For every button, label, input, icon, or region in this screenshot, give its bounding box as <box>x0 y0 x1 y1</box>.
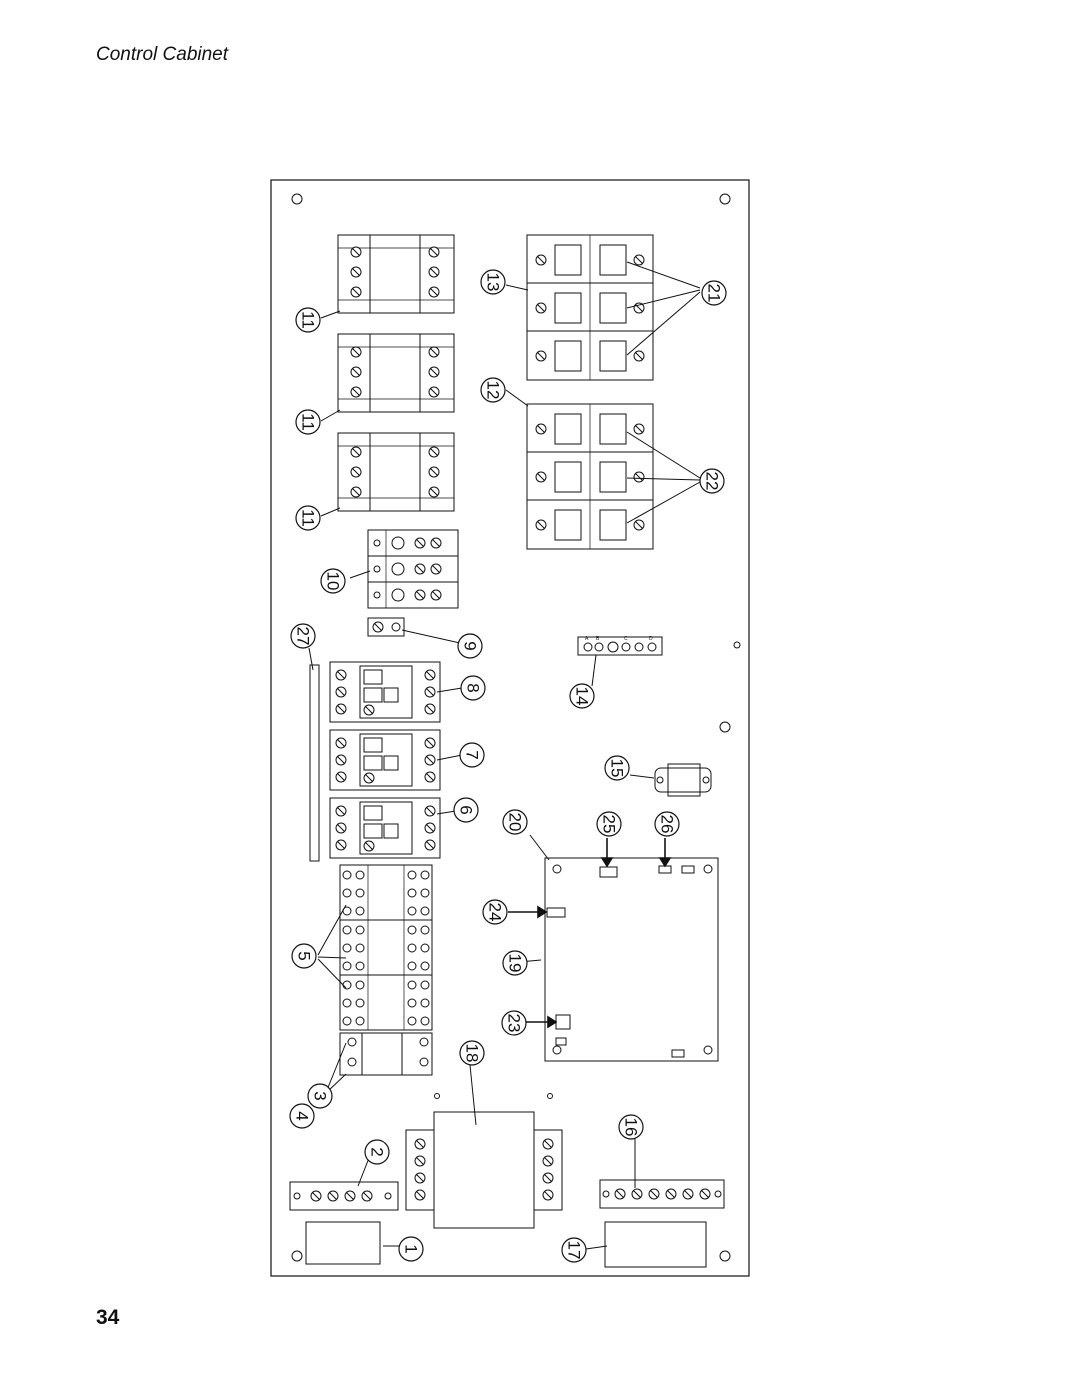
terminal-strip-right <box>599 1179 725 1268</box>
strip-label-c: C <box>624 636 628 642</box>
callout-label: 1 <box>402 1244 421 1253</box>
callout-label: 23 <box>505 1014 524 1033</box>
terminal-strip-left <box>289 1181 399 1265</box>
power-terminal-block <box>339 1032 433 1076</box>
callout-3: 3 <box>307 1083 333 1109</box>
receptacle <box>654 763 712 797</box>
callout-label: 27 <box>294 627 313 646</box>
callout-label: 20 <box>506 813 525 832</box>
callout-21: 21 <box>701 280 727 306</box>
terminal-block <box>367 529 459 609</box>
callout-label: 3 <box>311 1091 330 1100</box>
callout-label: 25 <box>600 815 619 834</box>
callout-label: 24 <box>486 903 505 922</box>
terminal-strip <box>577 636 663 656</box>
fuse-holder-block <box>339 864 433 1031</box>
pointer-arrows <box>508 838 672 1029</box>
callout-25: 25 <box>596 811 622 837</box>
callout-7: 7 <box>459 742 485 768</box>
circuit-breaker <box>329 797 441 859</box>
callout-1: 1 <box>398 1236 424 1262</box>
callout-label: 7 <box>463 750 482 759</box>
strip-label-d: D <box>649 636 653 642</box>
page-title: Control Cabinet <box>96 44 229 65</box>
mounting-hole <box>291 1250 303 1262</box>
callout-6: 6 <box>453 797 479 823</box>
callout-label: 9 <box>461 641 480 650</box>
callout-18: 18 <box>459 1040 485 1066</box>
relay <box>337 234 455 314</box>
callout-label: 15 <box>608 759 627 778</box>
strip-label-a: A <box>585 636 589 642</box>
callout-14: 14 <box>569 683 595 709</box>
callout-16: 16 <box>618 1114 644 1140</box>
callout-label: 11 <box>299 311 318 329</box>
page-number: 34 <box>96 1306 120 1329</box>
callout-12: 12 <box>480 377 506 403</box>
callout-label: 6 <box>457 805 476 814</box>
callout-15: 15 <box>604 755 630 781</box>
callout-11: 11 <box>295 307 321 333</box>
callout-label: 8 <box>464 683 483 692</box>
strip-label-b: B <box>596 636 600 642</box>
callout-label: 22 <box>703 472 722 491</box>
callout-9: 9 <box>457 633 483 659</box>
callout-13: 13 <box>480 269 506 295</box>
callout-label: 21 <box>705 284 724 303</box>
callout-label: 11 <box>299 509 318 527</box>
callout-5: 5 <box>291 943 317 969</box>
mounting-hole <box>291 193 303 205</box>
callout-label: 5 <box>295 951 314 960</box>
cabinet-panel <box>270 179 750 1277</box>
callout-17: 17 <box>561 1237 587 1263</box>
callout-19: 19 <box>502 950 528 976</box>
callout-11: 11 <box>295 409 321 435</box>
callout-label: 10 <box>324 572 343 591</box>
callout-label: 2 <box>368 1147 387 1156</box>
control-board <box>544 857 719 1062</box>
callout-27: 27 <box>290 623 316 649</box>
callout-24: 24 <box>482 899 508 925</box>
din-rail <box>309 664 320 862</box>
callout-8: 8 <box>460 675 486 701</box>
leader-lines <box>308 261 701 1250</box>
callout-4: 4 <box>289 1103 315 1129</box>
relay <box>337 432 455 512</box>
mounting-hole <box>719 1250 731 1262</box>
callout-26: 26 <box>654 811 680 837</box>
callout-11: 11 <box>295 505 321 531</box>
callout-2: 2 <box>364 1139 390 1165</box>
callout-label: 18 <box>463 1044 482 1063</box>
callout-label: 11 <box>299 413 318 431</box>
callout-22: 22 <box>699 468 725 494</box>
mounting-hole <box>719 721 731 733</box>
mounting-hole <box>719 193 731 205</box>
contactor-block <box>526 234 654 381</box>
callout-label: 16 <box>622 1118 641 1137</box>
callout-label: 13 <box>484 273 503 292</box>
contactor-block <box>526 403 654 550</box>
callout-23: 23 <box>501 1010 527 1036</box>
callout-label: 14 <box>573 687 592 706</box>
callout-layer: 1234567891011111112131415161718192021222… <box>289 269 727 1263</box>
callout-label: 26 <box>658 815 677 834</box>
callout-label: 19 <box>506 954 525 973</box>
ground-lug <box>367 617 405 637</box>
circuit-breaker <box>329 729 441 791</box>
transformer <box>405 1093 563 1229</box>
relay <box>337 333 455 413</box>
callout-label: 4 <box>293 1111 312 1120</box>
callout-label: 12 <box>484 381 503 400</box>
callout-label: 17 <box>565 1241 584 1260</box>
circuit-breaker <box>329 661 441 723</box>
callout-20: 20 <box>502 809 528 835</box>
callout-10: 10 <box>320 568 346 594</box>
mounting-hole <box>733 641 741 649</box>
